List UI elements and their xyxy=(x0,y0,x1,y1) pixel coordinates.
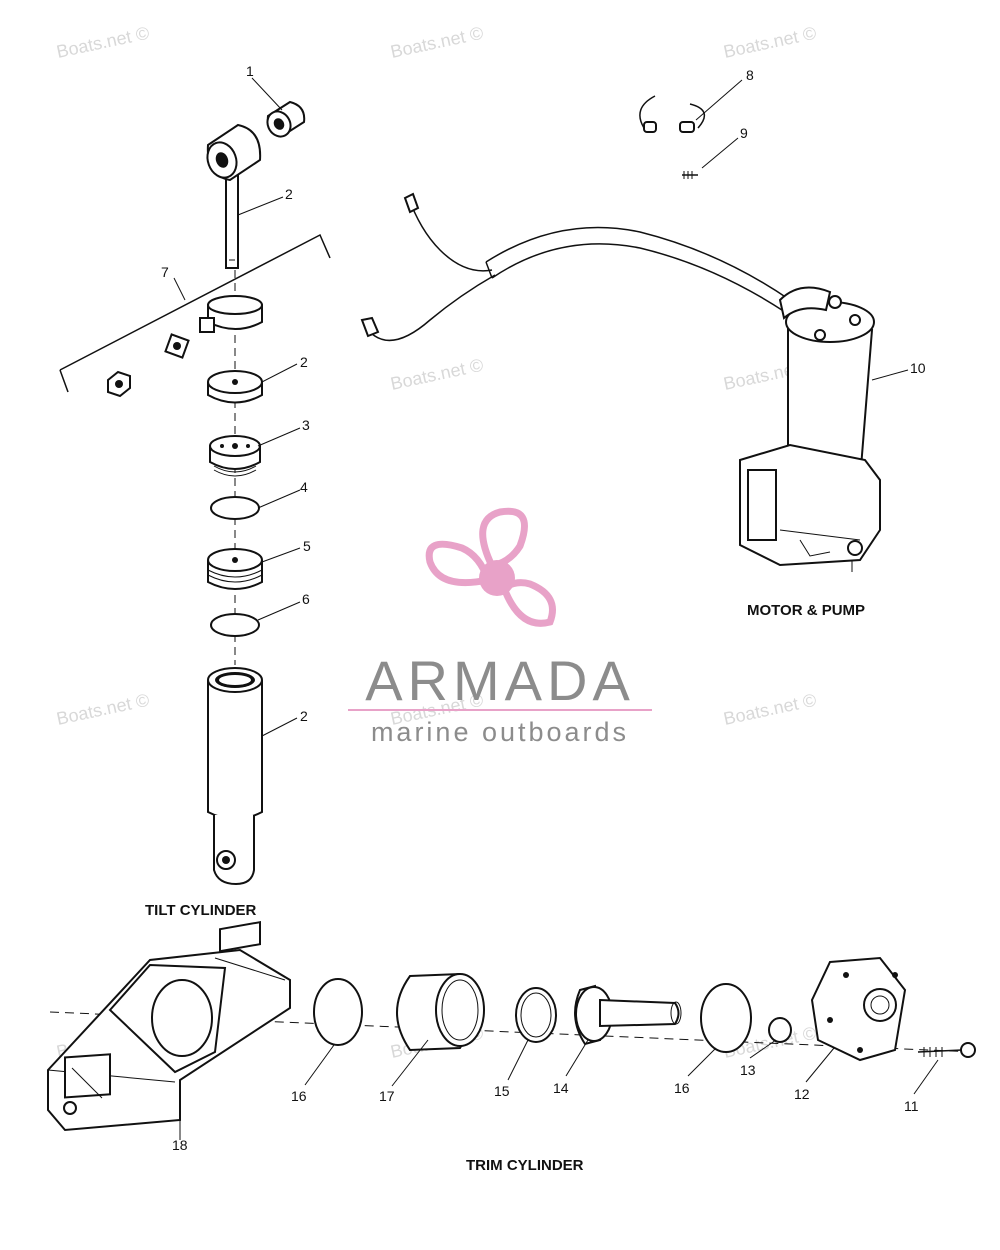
part-16-o-ring xyxy=(313,978,363,1046)
callout-16: 16 xyxy=(291,1088,307,1104)
watermark: Boats.net © xyxy=(389,355,485,394)
callout-4: 4 xyxy=(300,479,308,495)
section-title-tilt-cylinder: TILT CYLINDER xyxy=(145,902,257,919)
part-1-bushing xyxy=(266,100,306,138)
part-8-clips xyxy=(639,95,706,133)
watermark: Boats.net © xyxy=(55,690,151,729)
callout-18: 18 xyxy=(172,1137,188,1153)
callout-10: 10 xyxy=(910,360,926,376)
part-2-pin xyxy=(206,123,262,269)
part-3-threaded-cap xyxy=(209,435,261,477)
propeller-icon xyxy=(425,507,556,627)
part-9-screw xyxy=(682,171,698,179)
leader-lines xyxy=(173,77,939,1095)
part-5-piston xyxy=(207,548,263,590)
part-14-piston-rod xyxy=(574,984,682,1046)
callout-numbers: 1 2 7 2 3 4 5 6 2 8 9 10 16 17 15 14 16 … xyxy=(161,63,926,1153)
logo-brand: ARMADA xyxy=(365,649,635,712)
callout-2: 2 xyxy=(300,354,308,370)
trim-cylinder-assembly xyxy=(47,920,976,1140)
part-17-sleeve xyxy=(396,972,485,1052)
part-18-housing xyxy=(47,920,291,1140)
watermark: Boats.net © xyxy=(722,23,818,62)
callout-14: 14 xyxy=(553,1080,569,1096)
part-7-bracket xyxy=(59,233,331,398)
section-title-trim-cylinder: TRIM CYLINDER xyxy=(466,1157,584,1174)
callout-3: 3 xyxy=(302,417,310,433)
callout-13: 13 xyxy=(740,1062,756,1078)
callout-6: 6 xyxy=(302,591,310,607)
part-4-o-ring xyxy=(210,496,260,520)
logo-divider xyxy=(348,709,652,711)
callout-11: 11 xyxy=(904,1098,919,1114)
callout-2: 2 xyxy=(300,708,308,724)
watermark: Boats.net © xyxy=(389,23,485,62)
armada-logo: ARMADA marine outboards xyxy=(348,507,652,747)
watermark: Boats.net © xyxy=(722,690,818,729)
watermark: Boats.net © xyxy=(55,23,151,62)
tilt-cylinder-assembly xyxy=(59,100,331,886)
callout-17: 17 xyxy=(379,1088,395,1104)
motor-pump-assembly xyxy=(360,95,881,572)
section-title-motor-pump: MOTOR & PUMP xyxy=(747,602,865,619)
part-11-bolt xyxy=(917,1042,976,1058)
callout-9: 9 xyxy=(740,125,748,141)
part-12-end-cap xyxy=(810,956,907,1062)
logo-tagline: marine outboards xyxy=(371,717,629,747)
callout-5: 5 xyxy=(303,538,311,554)
part-2-cap xyxy=(207,370,263,404)
callout-12: 12 xyxy=(794,1086,810,1102)
callout-8: 8 xyxy=(746,67,754,83)
callout-15: 15 xyxy=(494,1083,510,1099)
callout-7: 7 xyxy=(161,264,169,280)
callout-2: 2 xyxy=(285,186,293,202)
callout-16: 16 xyxy=(674,1080,690,1096)
part-16-o-ring-second xyxy=(700,983,752,1053)
part-2-cylinder-body xyxy=(207,667,263,886)
part-6-o-ring xyxy=(210,613,260,637)
part-13-ball xyxy=(768,1017,792,1043)
callout-1: 1 xyxy=(246,63,254,79)
part-15-ring xyxy=(515,987,557,1043)
